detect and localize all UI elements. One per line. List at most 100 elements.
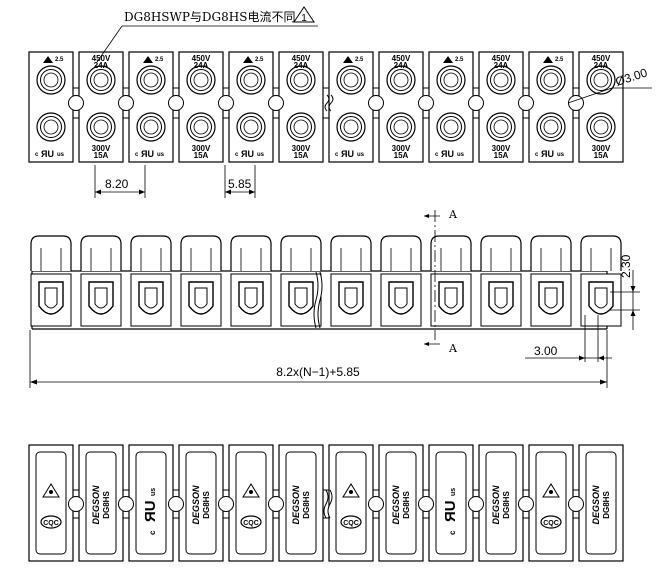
screw-icon [536, 65, 566, 95]
voltage-top-text: 450V [392, 54, 411, 63]
mounting-hole [468, 95, 484, 111]
front-module [530, 235, 572, 327]
svg-text:us: us [457, 152, 465, 158]
bottom-module: CQC [328, 444, 374, 562]
svg-text:us: us [557, 152, 565, 158]
bottom-mounting-hole [218, 496, 234, 512]
screw-tower [180, 235, 222, 271]
small-mark-text: 2.5 [55, 57, 64, 63]
svg-text:us: us [57, 152, 65, 158]
front-module [380, 235, 422, 327]
section-line [424, 210, 440, 346]
module-label-area [235, 451, 267, 555]
small-mark-text: 2.5 [255, 57, 264, 63]
front-module [480, 235, 522, 327]
approval-triangle-icon [542, 483, 560, 498]
section-label-bottom: A [448, 342, 458, 355]
screw-tower [580, 235, 622, 271]
total-length-dimension [29, 330, 608, 388]
module-label-area [385, 451, 417, 555]
wire-clamp-icon [588, 281, 614, 315]
approval-triangle-icon [243, 56, 253, 63]
svg-text:ЯU: ЯU [41, 149, 54, 159]
svg-text:c: c [35, 152, 39, 158]
screw-icon [286, 65, 316, 95]
current-bottom-text: 15A [494, 151, 509, 160]
screw-icon [486, 112, 516, 142]
bottom-mounting-hole [368, 496, 384, 512]
approval-triangle-icon [443, 56, 453, 63]
mounting-hole [568, 95, 584, 111]
approval-triangle-icon [343, 56, 353, 63]
bottom-mounting-hole [268, 496, 284, 512]
screw-icon [86, 65, 116, 95]
bottom-mounting-hole [468, 496, 484, 512]
voltage-bottom-text: 300V [492, 144, 511, 153]
bottom-mounting-hole [118, 496, 134, 512]
bottom-module: CQC [28, 444, 74, 562]
mounting-hole [268, 95, 284, 111]
bottom-module: CQC [228, 444, 274, 562]
total-length-dim-text: 8.2x(N−1)+5.85 [276, 365, 360, 379]
screw-icon [136, 65, 166, 95]
model-text: DG8HS [102, 491, 111, 519]
front-module [330, 235, 372, 327]
current-bottom-text: 15A [594, 151, 609, 160]
wire-clamp-icon [488, 281, 514, 315]
brand-text: DEGSON [491, 485, 501, 525]
wire-clamp-icon [88, 281, 114, 315]
screw-tower [530, 235, 572, 271]
voltage-bottom-text: 300V [392, 144, 411, 153]
screw-icon [36, 65, 66, 95]
module-label-area [435, 451, 467, 555]
brand-text: DEGSON [591, 485, 601, 525]
voltage-top-text: 450V [92, 54, 111, 63]
screw-icon [336, 112, 366, 142]
small-mark-text: 2.5 [155, 57, 164, 63]
pitch-dimension [94, 165, 146, 198]
svg-text:ЯU: ЯU [241, 149, 254, 159]
screw-icon [586, 112, 616, 142]
hole-leader-line [567, 87, 652, 104]
mounting-hole [218, 95, 234, 111]
mounting-hole [518, 95, 534, 111]
bottom-break-mark [323, 489, 333, 519]
voltage-bottom-text: 300V [592, 144, 611, 153]
svg-text:c: c [335, 152, 339, 158]
brand-text: DEGSON [391, 485, 401, 525]
voltage-bottom-text: 300V [92, 144, 111, 153]
front-module [230, 235, 272, 327]
svg-text:us: us [450, 488, 457, 496]
svg-text:c: c [135, 152, 139, 158]
wire-clamp-icon [388, 281, 414, 315]
front-module [580, 235, 622, 327]
svg-text:CQC: CQC [43, 520, 59, 527]
approval-triangle-icon [42, 483, 60, 498]
section-label-top: A [448, 208, 458, 221]
module-label-area [185, 451, 217, 555]
wire-clamp-icon [538, 281, 564, 315]
svg-text:CQC: CQC [543, 520, 559, 527]
svg-text:CQC: CQC [243, 520, 259, 527]
height-dim-text: 2.30 [619, 254, 633, 278]
brand-text: DEGSON [91, 485, 101, 525]
mounting-hole [168, 95, 184, 111]
cqc-logo-icon: CQC [540, 515, 562, 529]
